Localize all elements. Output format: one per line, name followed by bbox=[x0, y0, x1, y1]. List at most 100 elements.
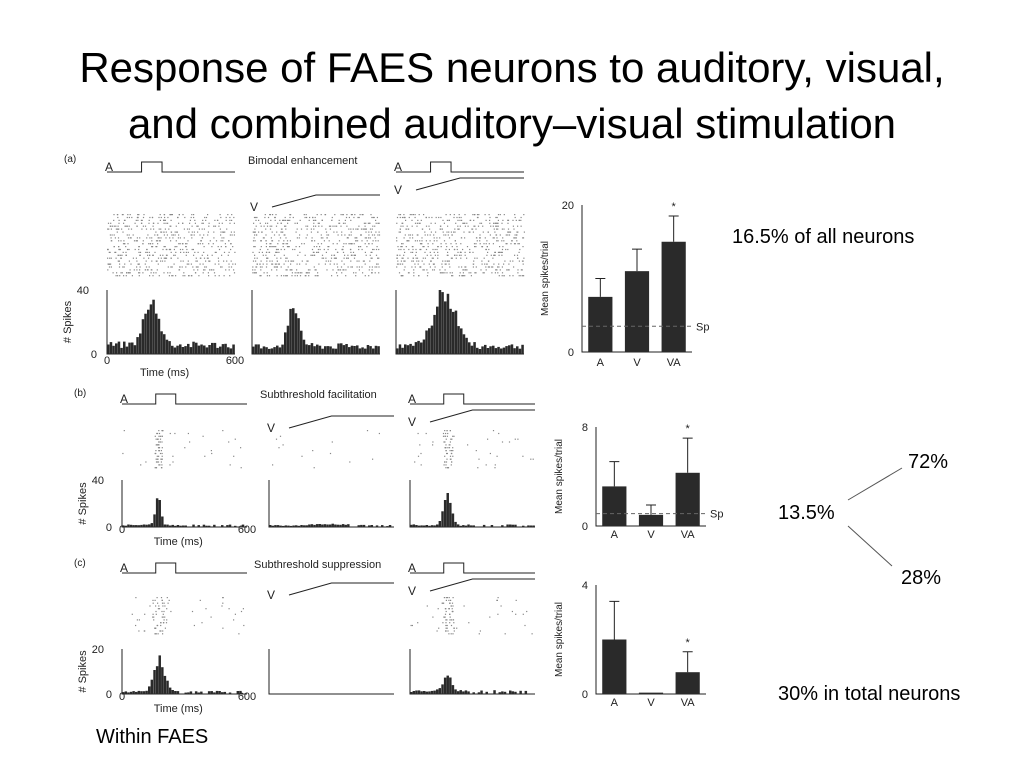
raster-spike bbox=[448, 237, 451, 239]
raster-spike bbox=[154, 627, 156, 629]
raster-spike bbox=[163, 219, 165, 221]
psth-bar bbox=[449, 502, 452, 527]
raster-spike bbox=[153, 619, 155, 621]
raster-spike bbox=[186, 263, 188, 265]
raster-spike bbox=[223, 231, 225, 233]
bar-chart-axis bbox=[595, 427, 706, 527]
raster-spike bbox=[513, 243, 516, 245]
raster-spike bbox=[165, 231, 167, 233]
raster-spike bbox=[144, 269, 147, 271]
raster-spike bbox=[141, 219, 143, 221]
raster-spike bbox=[225, 219, 227, 221]
raster-spike bbox=[142, 216, 145, 219]
raster-spike bbox=[260, 246, 262, 248]
raster-spike bbox=[122, 243, 125, 245]
raster-spike bbox=[366, 430, 369, 432]
raster-spike bbox=[486, 263, 488, 265]
raster-spike bbox=[360, 234, 362, 236]
raster-spike bbox=[155, 467, 158, 469]
raster-spike bbox=[457, 228, 459, 230]
raster-spike bbox=[317, 231, 319, 233]
raster-spike bbox=[282, 219, 284, 221]
raster-spike bbox=[154, 599, 156, 601]
raster-spike bbox=[451, 257, 453, 259]
raster-spike bbox=[169, 225, 171, 227]
raster-spike bbox=[321, 254, 324, 256]
raster-spike bbox=[169, 272, 171, 274]
raster-spike bbox=[168, 275, 170, 277]
raster-spike bbox=[425, 216, 427, 219]
raster-spike bbox=[495, 222, 497, 224]
psth-bar bbox=[446, 293, 450, 354]
psth-bar bbox=[428, 525, 431, 527]
raster-spike bbox=[165, 622, 168, 624]
raster-spike bbox=[441, 266, 443, 268]
raster-spike bbox=[365, 254, 367, 256]
raster-spike bbox=[225, 246, 227, 248]
raster-spike bbox=[118, 260, 120, 262]
raster-spike bbox=[327, 248, 329, 251]
raster-spike bbox=[507, 248, 509, 251]
raster-spike bbox=[286, 219, 288, 221]
raster-spike bbox=[178, 243, 180, 245]
psth-bar bbox=[229, 348, 233, 354]
raster-spike bbox=[159, 254, 161, 256]
raster-spike bbox=[310, 228, 312, 230]
raster-spike bbox=[194, 272, 197, 274]
psth-bar bbox=[137, 690, 141, 694]
raster-spike bbox=[459, 272, 461, 274]
psth-bar bbox=[370, 525, 374, 527]
raster-spike bbox=[186, 243, 188, 245]
raster-spike bbox=[522, 237, 525, 239]
bar-category-label: VA bbox=[681, 697, 696, 709]
raster-spike bbox=[474, 257, 476, 259]
raster-spike bbox=[358, 248, 360, 251]
raster-spike bbox=[453, 627, 455, 629]
raster-spike bbox=[271, 240, 274, 242]
time-axis-label: Time (ms) bbox=[154, 536, 203, 548]
raster-spike bbox=[285, 260, 287, 262]
raster-spike bbox=[358, 269, 360, 271]
raster-spike bbox=[208, 243, 210, 245]
raster-spike bbox=[396, 254, 398, 256]
raster-spike bbox=[177, 216, 179, 219]
raster-spike bbox=[117, 275, 119, 277]
raster-spike bbox=[213, 225, 215, 227]
raster-spike bbox=[254, 228, 256, 230]
stimulus-label-a: A bbox=[408, 392, 416, 406]
raster-spike bbox=[462, 269, 464, 271]
raster-spike bbox=[109, 257, 111, 259]
raster-spike bbox=[472, 214, 474, 216]
raster-spike bbox=[426, 269, 428, 271]
raster-spike bbox=[440, 228, 442, 230]
psth-bar bbox=[326, 346, 330, 354]
raster-spike bbox=[350, 219, 352, 221]
raster-spike bbox=[255, 266, 257, 268]
raster-spike bbox=[451, 275, 453, 277]
raster-spike bbox=[375, 231, 377, 233]
raster-spike bbox=[172, 237, 174, 239]
raster-spike bbox=[445, 608, 447, 610]
raster-spike bbox=[148, 219, 150, 221]
raster-spike bbox=[313, 222, 315, 224]
raster-spike bbox=[445, 444, 447, 446]
raster-spike bbox=[344, 219, 346, 221]
raster-spike bbox=[146, 237, 148, 239]
raster-spike bbox=[151, 237, 153, 239]
raster-spike bbox=[488, 248, 490, 251]
raster-spike bbox=[513, 237, 515, 239]
raster-spike bbox=[193, 269, 195, 271]
raster-spike bbox=[275, 263, 277, 265]
raster-spike bbox=[155, 272, 157, 274]
raster-spike bbox=[127, 214, 129, 216]
raster-spike bbox=[152, 225, 154, 227]
raster-spike bbox=[156, 444, 158, 446]
raster-spike bbox=[224, 243, 226, 245]
psth-bar bbox=[273, 347, 276, 354]
raster-spike bbox=[170, 225, 172, 227]
raster-spike bbox=[445, 447, 447, 449]
raster-spike bbox=[480, 222, 483, 224]
raster-spike bbox=[522, 260, 524, 262]
raster-spike bbox=[221, 222, 223, 224]
raster-spike bbox=[164, 246, 166, 248]
